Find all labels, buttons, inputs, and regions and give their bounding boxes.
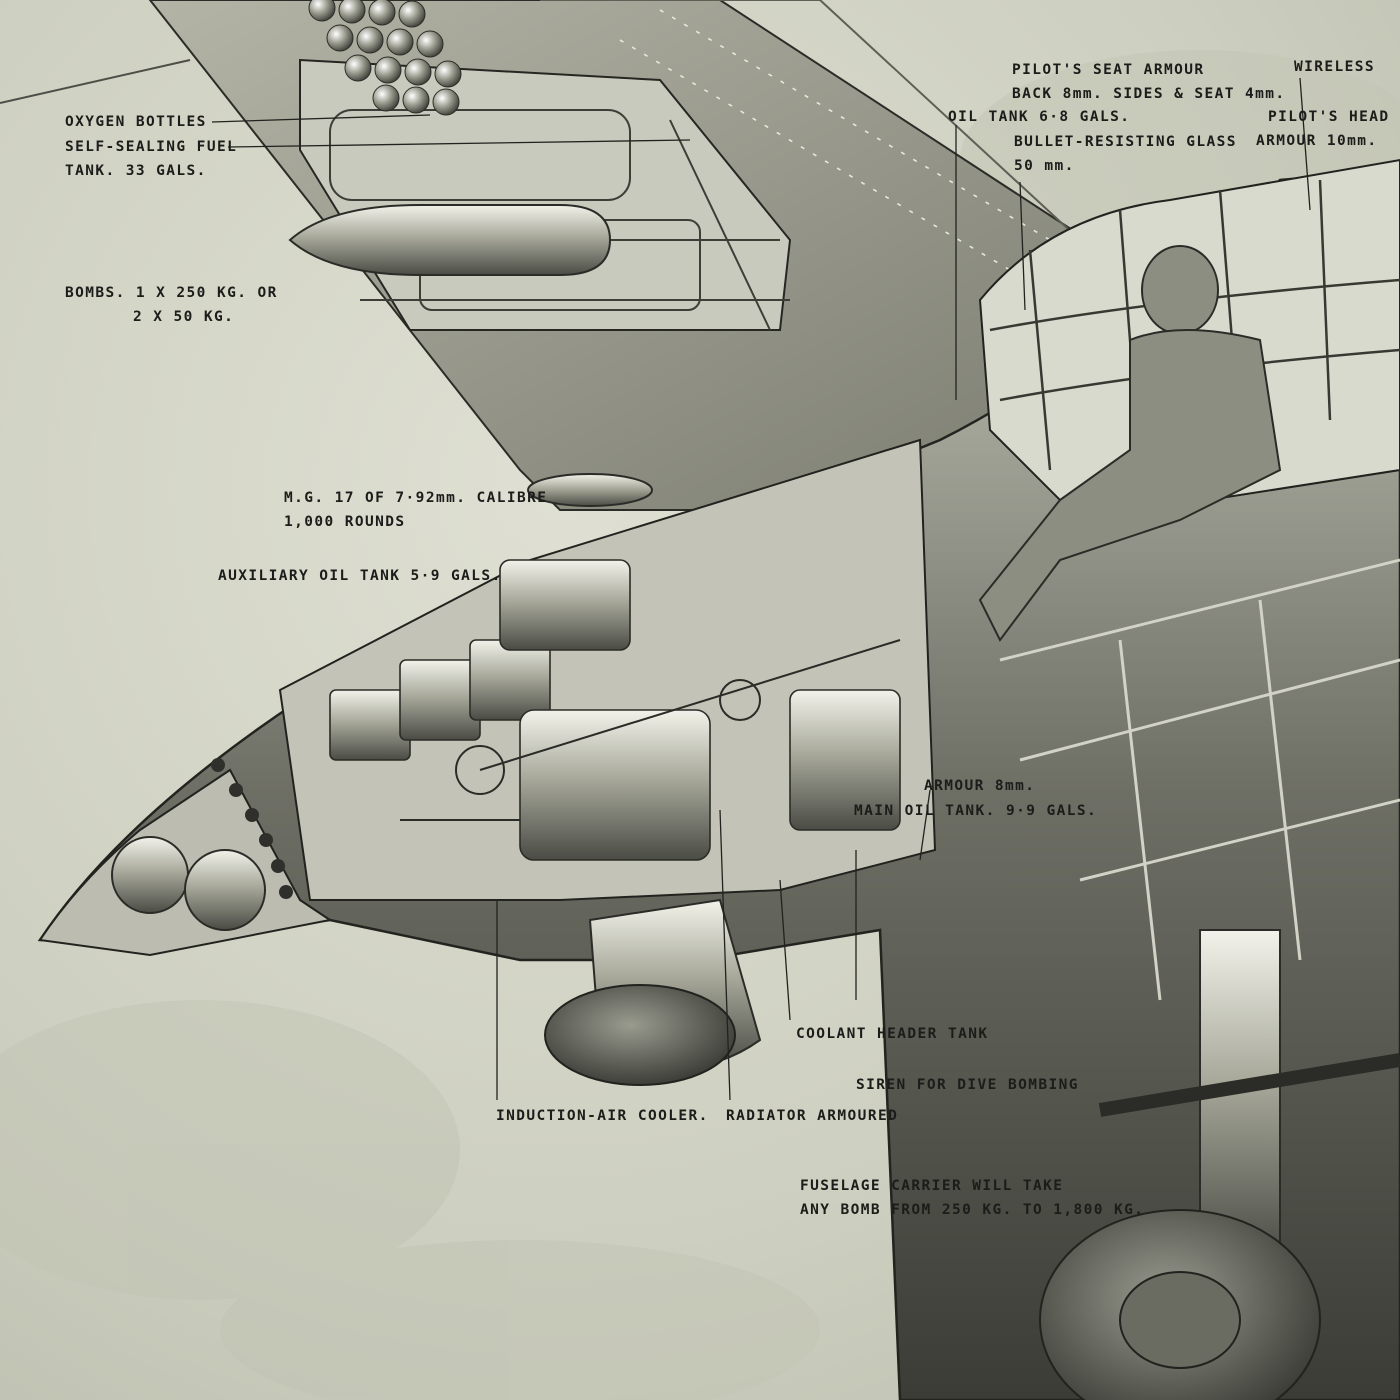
- pilots-seat-armour-line-2: BACK 8mm. SIDES & SEAT 4mm.: [1012, 86, 1286, 102]
- wireless-label: WIRELESS: [1294, 59, 1376, 75]
- siren-label: SIREN FOR DIVE BOMBING: [856, 1077, 1079, 1093]
- bullet-resisting-glass-label: BULLET-RESISTING GLASS 50 mm.: [1014, 130, 1237, 178]
- fuselage-carrier-label: FUSELAGE CARRIER WILL TAKE ANY BOMB FROM…: [800, 1174, 1144, 1222]
- radiator-armoured-label: RADIATOR ARMOURED: [726, 1108, 899, 1124]
- bombs-line-1: BOMBS. 1 X 250 KG. OR: [65, 285, 278, 301]
- bombs-line-2: 2 X 50 KG.: [133, 309, 235, 325]
- induction-air-cooler-label: INDUCTION-AIR COOLER.: [496, 1108, 709, 1124]
- self-sealing-fuel-tank-label: SELF-SEALING FUEL TANK. 33 GALS.: [65, 135, 237, 183]
- bullet-resisting-glass-line-2: 50 mm.: [1014, 158, 1075, 174]
- machine-gun-line-2: 1,000 ROUNDS: [284, 514, 406, 530]
- pilots-seat-armour-line-1: PILOT'S SEAT ARMOUR: [1012, 62, 1205, 78]
- self-sealing-fuel-tank-line-2: TANK. 33 GALS.: [65, 163, 207, 179]
- pilots-seat-armour-label: PILOT'S SEAT ARMOUR BACK 8mm. SIDES & SE…: [1012, 58, 1286, 106]
- bombs-label: BOMBS. 1 X 250 KG. OR 2 X 50 KG.: [65, 281, 278, 329]
- fuselage-carrier-line-2: ANY BOMB FROM 250 KG. TO 1,800 KG.: [800, 1202, 1145, 1218]
- bullet-resisting-glass-line-1: BULLET-RESISTING GLASS: [1014, 134, 1237, 150]
- armour-8mm-label: ARMOUR 8mm.: [924, 778, 1036, 794]
- pilots-head-armour-line-1: PILOT'S HEAD: [1268, 109, 1390, 125]
- machine-gun-line-1: M.G. 17 OF 7·92mm. CALIBRE: [284, 490, 548, 506]
- pilots-head-armour-label: PILOT'S HEAD ARMOUR 10mm.: [1256, 105, 1390, 153]
- oxygen-bottles-label: OXYGEN BOTTLES: [65, 114, 207, 130]
- oil-tank-label: OIL TANK 6·8 GALS.: [948, 109, 1131, 125]
- self-sealing-fuel-tank-line-1: SELF-SEALING FUEL: [65, 139, 238, 155]
- auxiliary-oil-tank-label: AUXILIARY OIL TANK 5·9 GALS.: [218, 568, 502, 584]
- fuselage-carrier-line-1: FUSELAGE CARRIER WILL TAKE: [800, 1178, 1064, 1194]
- main-oil-tank-label: MAIN OIL TANK. 9·9 GALS.: [854, 803, 1098, 819]
- coolant-header-tank-label: COOLANT HEADER TANK: [796, 1026, 989, 1042]
- pilots-head-armour-line-2: ARMOUR 10mm.: [1256, 133, 1378, 149]
- machine-gun-label: M.G. 17 OF 7·92mm. CALIBRE 1,000 ROUNDS: [284, 486, 547, 534]
